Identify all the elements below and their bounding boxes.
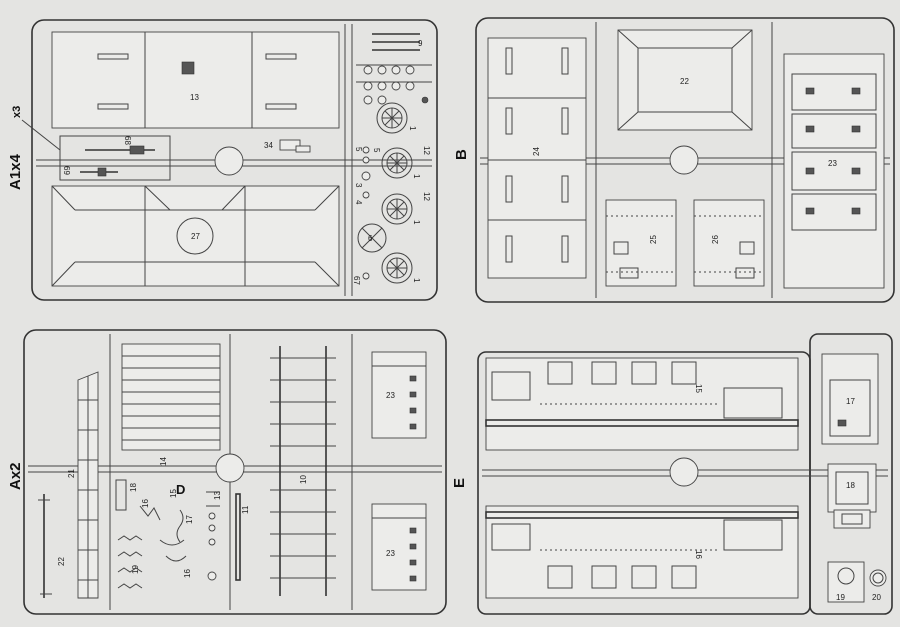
sprue-a2-letter: A — [7, 479, 24, 490]
part-18-label: 18 — [129, 483, 138, 492]
part-24-label: 24 — [532, 147, 541, 156]
part-15-label-e: 15 — [694, 384, 703, 393]
part-16-label-e: 16 — [694, 550, 703, 559]
sprue-a1-extra-count: x3 — [11, 106, 23, 118]
part-1d-label: 1 — [412, 278, 421, 283]
part-11-label: 11 — [241, 505, 250, 514]
part-20: 20 — [869, 569, 887, 602]
small-parts-rack: 9 — [356, 33, 432, 105]
part-14-label: 14 — [159, 457, 168, 466]
part-23b: 23 — [371, 503, 427, 591]
part-10-track: 10 — [270, 346, 336, 596]
part-19-label-e: 19 — [836, 593, 845, 602]
part-68-label: 68 — [123, 136, 132, 145]
part-12b-label: 12 — [422, 192, 431, 201]
part-25-label: 25 — [649, 235, 658, 244]
part-26-label: 26 — [711, 235, 720, 244]
part-16-wall: 16 — [485, 505, 799, 599]
sprue-b-frame — [475, 17, 895, 303]
part-21-label: 21 — [67, 469, 76, 478]
part-69-gun: 69 — [62, 166, 118, 177]
part-22-panel: 22 — [617, 29, 753, 131]
part-68-gun: 68 — [59, 135, 171, 181]
sprue-a1-count: x4 — [7, 153, 24, 170]
sprue-e: 15 16 17 18 — [477, 333, 893, 615]
part-14-grille: 14 — [121, 343, 221, 466]
svg-text:A1x4: A1x4 — [7, 153, 24, 190]
part-1b-label: 1 — [412, 174, 421, 179]
part-10-label: 10 — [299, 475, 308, 484]
part-23a: 23 — [371, 351, 427, 439]
part-9-label: 9 — [418, 39, 423, 48]
sprue-a2: 21 22 14 18 16 D 15 17 — [23, 329, 447, 615]
sprue-b: 24 22 25 26 — [475, 17, 895, 303]
part-27-label: 27 — [191, 232, 200, 241]
part-22-label: 22 — [680, 77, 689, 86]
part-23-panel: 23 — [783, 53, 885, 289]
part-22-strip: 22 — [38, 494, 66, 598]
part-6-cross-wheel: 6 — [357, 223, 387, 253]
part-13-label-a2: 13 — [213, 491, 222, 500]
sprue-a1: 13 27 68 69 — [31, 19, 438, 301]
part-4-label: 4 — [354, 200, 363, 205]
sprue-a1-letter: A1 — [7, 171, 24, 190]
part-23b-label: 23 — [386, 549, 395, 558]
small-part-column: 5 5 3 4 67 — [352, 146, 381, 285]
part-67-label: 67 — [352, 276, 361, 285]
part-19-label: 19 — [131, 565, 140, 574]
sprue-a1-id: A1x4 x3 — [7, 106, 61, 190]
part-17-label: 17 — [185, 515, 194, 524]
small-detail-parts: 18 16 D 15 17 13 11 19 16 — [115, 479, 250, 589]
part-6-label: 6 — [368, 234, 373, 243]
part-15-label: 15 — [169, 489, 178, 498]
sprue-a1-frame — [31, 19, 438, 301]
part-d-label: D — [176, 482, 185, 497]
part-26: 26 — [693, 199, 765, 287]
part-17: 17 — [821, 353, 879, 445]
part-20-label-e: 20 — [872, 593, 881, 602]
part-13-label: 13 — [190, 93, 199, 102]
part-13-panel: 13 — [51, 31, 340, 129]
part-34: 34 — [264, 139, 311, 153]
part-3-label: 3 — [354, 183, 363, 188]
sprue-b-letter: B — [453, 149, 470, 160]
part-16a-label: 16 — [141, 499, 150, 508]
wheel-1-third: 1 12 — [381, 192, 431, 225]
part-18-label-e: 18 — [846, 481, 855, 490]
wheel-1-top: 1 — [376, 102, 417, 134]
part-34-label: 34 — [264, 141, 273, 150]
part-1c-label: 1 — [412, 220, 421, 225]
part-12a-label: 12 — [422, 146, 431, 155]
part-23-label: 23 — [828, 159, 837, 168]
part-22-label-a2: 22 — [57, 557, 66, 566]
part-25: 25 — [605, 199, 677, 287]
sprue-e-letter: E — [451, 478, 468, 488]
part-27-panel: 27 — [51, 185, 340, 287]
part-69-label: 69 — [62, 166, 71, 175]
part-5b-label: 5 — [372, 148, 381, 153]
part-5a-label: 5 — [354, 147, 363, 152]
wheel-1-bottom: 1 — [381, 252, 421, 284]
part-15-wall: 15 — [485, 357, 799, 451]
wheel-1-second: 1 12 — [381, 146, 431, 179]
sprue-a2-count: x2 — [7, 462, 24, 479]
part-16b-label: 16 — [183, 569, 192, 578]
part-1a-label: 1 — [408, 126, 417, 131]
sprue-e-side-frame — [809, 333, 893, 615]
part-24-panel: 24 — [487, 37, 587, 279]
part-21-ladder: 21 — [67, 371, 99, 599]
sprue-a2-frame — [23, 329, 447, 615]
part-23a-label: 23 — [386, 391, 395, 400]
part-19: 19 — [827, 561, 865, 603]
part-17-label-e: 17 — [846, 397, 855, 406]
sprue-a2-id: Ax2 — [7, 462, 24, 490]
part-18: 18 — [827, 463, 877, 529]
